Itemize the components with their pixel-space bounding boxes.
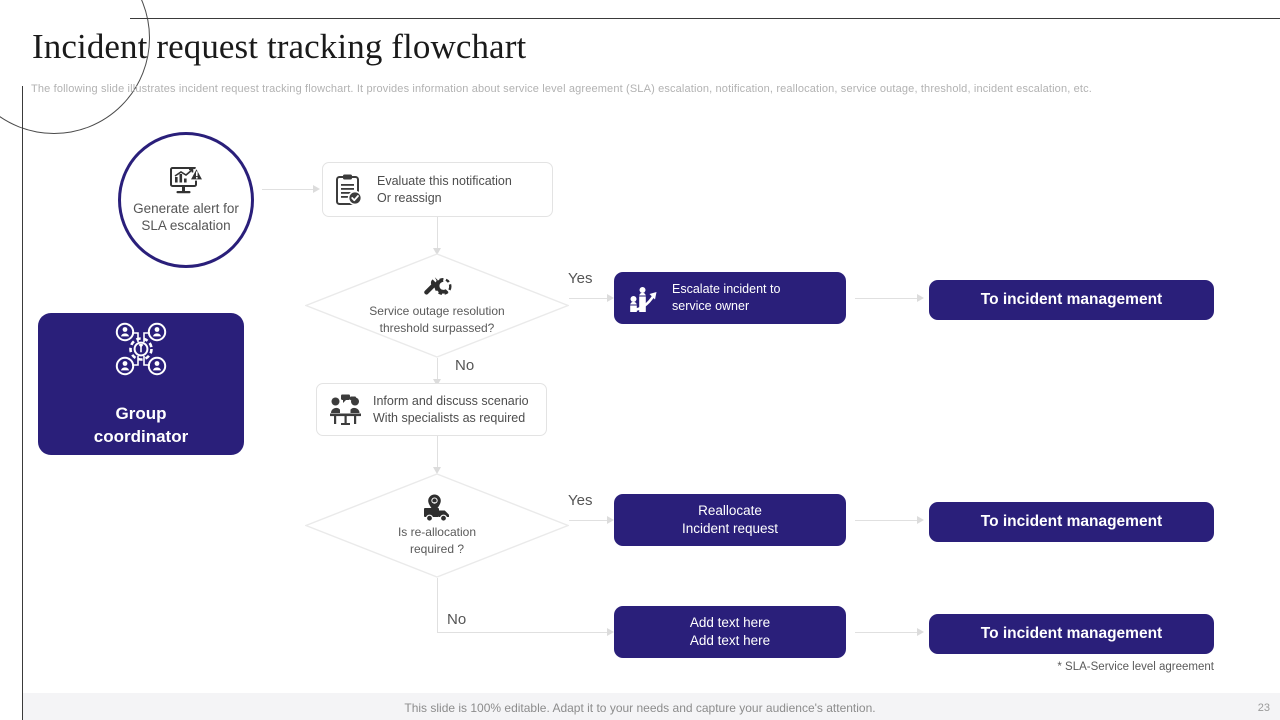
decision-reallocation-required[interactable]: Is re-allocation required ? [305, 473, 569, 578]
outcome-escalate-incident[interactable]: Escalate incident to service owner [614, 272, 846, 324]
page-subtitle: The following slide illustrates incident… [31, 83, 1092, 95]
connector-inform-to-reallocation [437, 436, 438, 468]
decorative-top-rule [130, 18, 1280, 19]
terminal-2-label: To incident management [980, 512, 1163, 530]
connector-evaluate-to-threshold [437, 217, 438, 249]
page-title: Incident request tracking flowchart [32, 27, 527, 66]
connector-start-to-evaluate [262, 189, 314, 190]
escalation-growth-icon [628, 283, 660, 313]
arrowhead-start-to-evaluate [313, 185, 320, 193]
arrowhead-reallocate-to-terminal-2 [917, 516, 924, 524]
start-node-label: Generate alert for SLA escalation [133, 200, 239, 233]
connector-reallocation-no-vertical [437, 578, 438, 632]
terminal-1-label: To incident management [980, 290, 1163, 308]
connector-reallocation-yes [569, 520, 611, 521]
outcome-reallocate-label: Reallocate Incident request [681, 503, 779, 536]
connector-threshold-no [437, 358, 438, 382]
role-card-group-coordinator[interactable]: Group coordinator [38, 313, 244, 455]
process-inform-label: Inform and discuss scenario With special… [373, 393, 529, 425]
edge-label-reallocation-no: No [447, 611, 467, 628]
sla-footnote: * SLA-Service level agreement [1057, 661, 1214, 673]
group-network-gear-icon [110, 319, 172, 379]
clipboard-check-icon [335, 174, 363, 206]
process-evaluate-label: Evaluate this notification Or reassign [377, 173, 512, 205]
process-inform-discuss[interactable]: Inform and discuss scenario With special… [316, 383, 547, 436]
decision-threshold-shape [305, 253, 569, 358]
monitor-alert-chart-icon [168, 166, 205, 196]
arrowhead-escalate-to-terminal-1 [917, 294, 924, 302]
outcome-placeholder[interactable]: Add text here Add text here [614, 606, 846, 658]
terminal-to-incident-management-1[interactable]: To incident management [929, 280, 1214, 320]
meeting-discussion-icon [329, 394, 363, 426]
edge-label-threshold-yes: Yes [568, 270, 593, 287]
decorative-left-rule [22, 86, 23, 720]
page-number: 23 [1257, 702, 1270, 714]
connector-reallocation-no-horizontal [437, 632, 611, 633]
process-evaluate-notification[interactable]: Evaluate this notification Or reassign [322, 162, 553, 217]
role-card-label: Group coordinator [93, 404, 189, 446]
footer-bar [23, 693, 1280, 720]
connector-placeholder-to-terminal-3 [855, 632, 919, 633]
terminal-to-incident-management-2[interactable]: To incident management [929, 502, 1214, 542]
arrowhead-reallocation-yes [607, 516, 614, 524]
arrowhead-reallocation-no [607, 628, 614, 636]
arrowhead-inform-to-reallocation [433, 467, 441, 474]
outcome-placeholder-label: Add text here Add text here [689, 615, 771, 648]
footer-text: This slide is 100% editable. Adapt it to… [404, 701, 876, 715]
arrowhead-threshold-no [433, 379, 441, 386]
start-node-generate-alert[interactable]: Generate alert for SLA escalation [118, 132, 254, 268]
arrowhead-placeholder-to-terminal-3 [917, 628, 924, 636]
outcome-reallocate-incident[interactable]: Reallocate Incident request [614, 494, 846, 546]
connector-escalate-to-terminal-1 [855, 298, 919, 299]
terminal-3-label: To incident management [980, 624, 1163, 642]
outcome-escalate-label: Escalate incident to service owner [672, 282, 781, 313]
connector-reallocate-to-terminal-2 [855, 520, 919, 521]
arrowhead-threshold-yes [607, 294, 614, 302]
edge-label-reallocation-yes: Yes [568, 492, 593, 509]
decision-threshold-surpassed[interactable]: Service outage resolution threshold surp… [305, 253, 569, 358]
terminal-to-incident-management-3[interactable]: To incident management [929, 614, 1214, 654]
connector-threshold-yes [569, 298, 611, 299]
arrowhead-evaluate-to-threshold [433, 248, 441, 255]
edge-label-threshold-no: No [455, 357, 475, 374]
decision-reallocation-shape [305, 473, 569, 578]
